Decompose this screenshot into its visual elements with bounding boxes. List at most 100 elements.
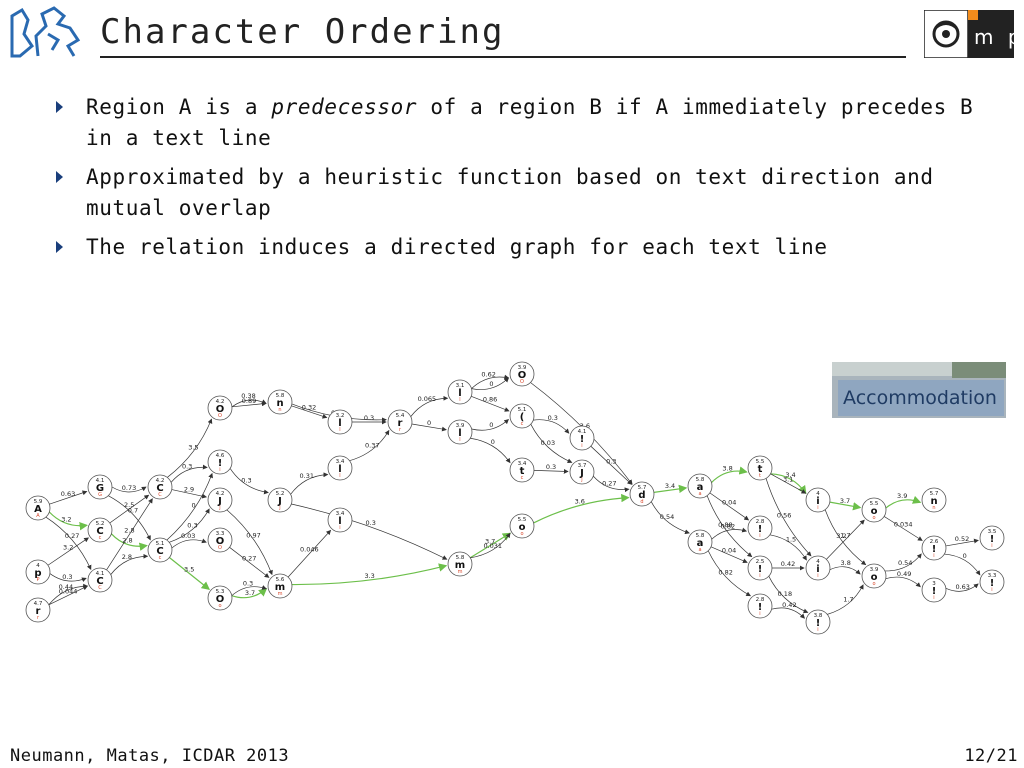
node-score: 3	[932, 581, 936, 587]
edge-weight: 0.3	[606, 457, 616, 465]
graph-edge	[411, 423, 447, 432]
edge-weight: 3.4	[785, 471, 795, 479]
node-label: i	[817, 573, 818, 579]
node-glyph: !	[758, 564, 763, 575]
node-glyph: O	[216, 404, 225, 415]
graph-edge	[110, 553, 149, 575]
node-glyph: !	[816, 618, 821, 629]
graph-edge	[231, 585, 267, 596]
graph-node: 4ii	[805, 487, 831, 513]
graph-edge	[168, 557, 211, 591]
node-label: i	[759, 573, 760, 579]
node-score: 5.9	[34, 499, 43, 505]
node-score: 5.1	[156, 541, 165, 547]
bullet-arrow-icon	[56, 101, 63, 113]
node-score: 4.1	[578, 429, 587, 435]
graph-node: 4.2OO	[207, 395, 233, 421]
node-glyph: o	[871, 506, 878, 517]
cmp-logo: m p	[923, 9, 1021, 59]
edge-weight: 0.52	[955, 535, 969, 543]
edge-weight: 2.8	[122, 553, 132, 561]
node-score: 4.6	[216, 453, 225, 459]
graph-node: 3.4li	[327, 507, 353, 533]
graph-edge	[885, 576, 921, 588]
node-label: i	[581, 443, 582, 449]
edge-weight: 0.82	[721, 522, 735, 530]
bullet-emphasis: predecessor	[271, 95, 418, 119]
node-glyph: n	[276, 398, 283, 409]
node-score: 5.8	[276, 393, 285, 399]
edge-weight: 3.7	[840, 497, 850, 505]
graph-edge	[530, 424, 573, 464]
node-label: i	[817, 627, 818, 633]
node-glyph: l	[338, 418, 341, 429]
graph-node: 5.2Cc	[87, 517, 113, 543]
bullet-predecessor: Region A is a predecessor of a region B …	[56, 92, 986, 154]
edge-weight: 0.63	[61, 490, 75, 498]
graph-edge	[945, 583, 979, 592]
edge-weight: 0.56	[777, 512, 791, 520]
edge-weight: 0.54	[660, 513, 674, 521]
node-label: j	[278, 505, 280, 511]
graph-node: 4.1GG	[87, 474, 113, 500]
node-glyph: G	[96, 483, 104, 494]
graph-edge	[650, 501, 690, 535]
node-label: o	[520, 531, 523, 537]
edge-weight: 0.03	[541, 439, 555, 447]
graph-edge	[711, 527, 748, 540]
graph-node: 4.6!i	[207, 449, 233, 475]
node-score: 4	[36, 563, 40, 569]
graph-edge	[765, 478, 812, 557]
node-glyph: !	[758, 602, 763, 613]
graph-edge	[827, 584, 864, 615]
graph-edge	[471, 374, 510, 389]
edge-weight: 1.5	[786, 535, 796, 543]
edge-weight: 0.63	[955, 583, 969, 591]
graph-edge	[171, 538, 207, 549]
edge-weight: 3.7	[245, 589, 255, 597]
graph-edge	[470, 437, 511, 464]
node-glyph: o	[519, 522, 526, 533]
edge-weight: 1.7	[840, 532, 850, 540]
node-label: t	[759, 473, 761, 479]
bullet-text: Approximated by a heuristic function bas…	[86, 165, 934, 220]
node-score: 2.6	[930, 539, 939, 545]
node-label: i	[759, 611, 760, 617]
node-label: j	[218, 505, 220, 511]
node-score: 3.9	[456, 423, 465, 429]
graph-edge	[885, 495, 922, 509]
node-label: i	[339, 525, 340, 531]
graph-edge	[167, 418, 213, 478]
accommodation-photo: Accommodation	[832, 362, 1006, 418]
node-label: i	[933, 553, 934, 559]
title-underline	[100, 56, 906, 58]
node-glyph: !	[990, 578, 995, 589]
graph-edge	[231, 401, 267, 408]
graph-node: 5.9AA	[25, 495, 51, 521]
node-label: m	[458, 569, 463, 575]
edge-weight: 0.27	[242, 554, 256, 562]
graph-edge	[349, 429, 390, 462]
graph-node: 5.1Cc	[147, 537, 173, 563]
edge-weight: 2.8	[122, 536, 132, 544]
graph-edge	[770, 473, 807, 494]
node-label: c	[521, 475, 524, 481]
graph-edge	[883, 516, 923, 541]
edge-weight: 1.7	[843, 595, 853, 603]
bullet-text: Region A is a	[86, 95, 272, 119]
character-order-graph: 0.633.20.273.20.30.440.0440.730.72.52.82…	[25, 361, 1005, 635]
graph-edge	[45, 516, 92, 571]
node-score: 3.1	[456, 383, 465, 389]
graph-node: 2.6!i	[921, 535, 947, 561]
graph-edge	[166, 472, 213, 541]
footer-citation: Neumann, Matas, ICDAR 2013	[10, 746, 290, 766]
graph-node: 3.9OO	[509, 361, 535, 387]
graph-node: 3.3!i	[979, 569, 1005, 595]
node-label: G	[98, 492, 102, 498]
node-glyph: m	[455, 560, 465, 571]
graph-node: 3.4ll	[327, 455, 353, 481]
node-score: 5.8	[696, 477, 705, 483]
edge-weight: 0.044	[59, 587, 78, 595]
node-score: 5.3	[216, 589, 225, 595]
edge-weight: 0.3	[241, 477, 251, 485]
